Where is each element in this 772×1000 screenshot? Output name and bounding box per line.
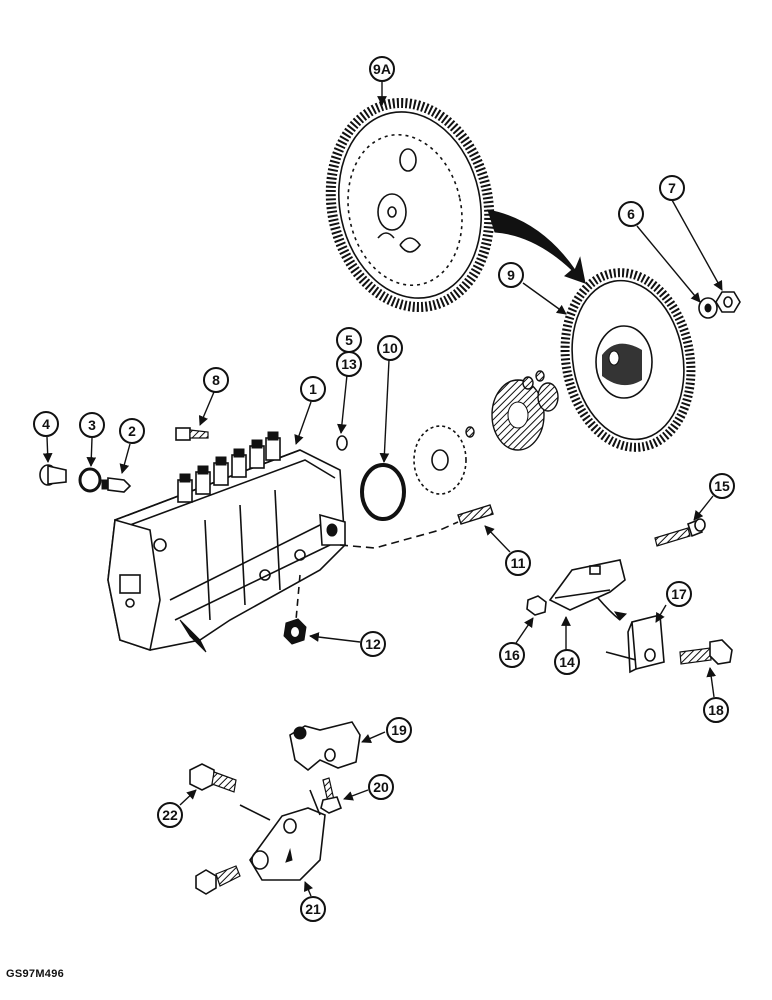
plate-17 [627, 613, 665, 674]
alignment-line-stud [339, 521, 459, 549]
svg-text:20: 20 [373, 779, 389, 795]
svg-text:12: 12 [365, 636, 381, 652]
callout-22: 22 [157, 802, 183, 828]
callout-7: 7 [659, 175, 685, 201]
svg-text:9: 9 [507, 267, 515, 283]
svg-text:14: 14 [559, 654, 575, 670]
svg-text:17: 17 [671, 586, 687, 602]
callout-4: 4 [33, 411, 59, 437]
svg-text:6: 6 [627, 206, 635, 222]
svg-text:15: 15 [714, 478, 730, 494]
svg-text:3: 3 [88, 417, 96, 433]
callout-6: 6 [618, 201, 644, 227]
stud-11 [457, 504, 494, 525]
gear-9a [325, 97, 495, 313]
svg-text:7: 7 [668, 180, 676, 196]
fitting-2 [101, 477, 132, 493]
callout-9: 9 [498, 262, 524, 288]
svg-text:18: 18 [708, 702, 724, 718]
svg-text:5: 5 [345, 332, 353, 348]
svg-text:21: 21 [305, 901, 321, 917]
callout-9a: 9A [369, 56, 395, 82]
callout-17: 17 [666, 581, 692, 607]
svg-text:2: 2 [128, 423, 136, 439]
callout-3: 3 [79, 412, 105, 438]
svg-text:9A: 9A [373, 61, 391, 77]
callout-15: 15 [709, 473, 735, 499]
fitting-4 [39, 464, 67, 486]
callout-14: 14 [554, 649, 580, 675]
callout-10: 10 [377, 335, 403, 361]
figure-code: GS97M496 [6, 968, 65, 980]
alignment-line-nut [295, 574, 301, 621]
callout-5: 5 [336, 327, 362, 353]
injection-pump-1 [107, 431, 346, 653]
nut-16 [526, 595, 547, 616]
bracket-19 [289, 721, 361, 772]
callout-21: 21 [300, 896, 326, 922]
nut-7 [715, 291, 741, 313]
svg-text:19: 19 [391, 722, 407, 738]
callout-11: 11 [505, 550, 531, 576]
svg-text:10: 10 [382, 340, 398, 356]
callout-13: 13 [336, 351, 362, 377]
callout-2: 2 [119, 418, 145, 444]
o-ring-13 [336, 435, 348, 451]
callout-18: 18 [703, 697, 729, 723]
bolt-22 [189, 763, 237, 793]
o-ring-10 [360, 463, 406, 521]
callout-20: 20 [368, 774, 394, 800]
callout-19: 19 [386, 717, 412, 743]
washer-6 [698, 297, 718, 319]
drive-hub-plates [413, 370, 559, 495]
leader-lines [42, 82, 723, 897]
svg-text:16: 16 [504, 647, 520, 663]
svg-text:1: 1 [309, 381, 317, 397]
svg-text:4: 4 [42, 416, 50, 432]
seal-washer-3 [78, 467, 102, 493]
callout-8: 8 [203, 367, 229, 393]
bracket-14 [548, 559, 628, 621]
svg-text:13: 13 [341, 356, 357, 372]
bolt-8 [175, 427, 209, 441]
bolt-20 [320, 777, 343, 814]
nut-12 [283, 618, 307, 645]
bolt-lower [195, 865, 241, 895]
callout-16: 16 [499, 642, 525, 668]
callout-12: 12 [360, 631, 386, 657]
gear-transition-arrow [487, 209, 586, 284]
mounting-plate-21 [239, 789, 326, 881]
svg-text:11: 11 [511, 555, 526, 571]
alignment-line-plate [605, 651, 637, 661]
bolt-15 [654, 518, 706, 547]
gear-9 [560, 268, 696, 452]
svg-text:8: 8 [212, 372, 220, 388]
svg-text:22: 22 [162, 807, 178, 823]
bolt-18 [679, 639, 733, 665]
callout-1: 1 [300, 376, 326, 402]
